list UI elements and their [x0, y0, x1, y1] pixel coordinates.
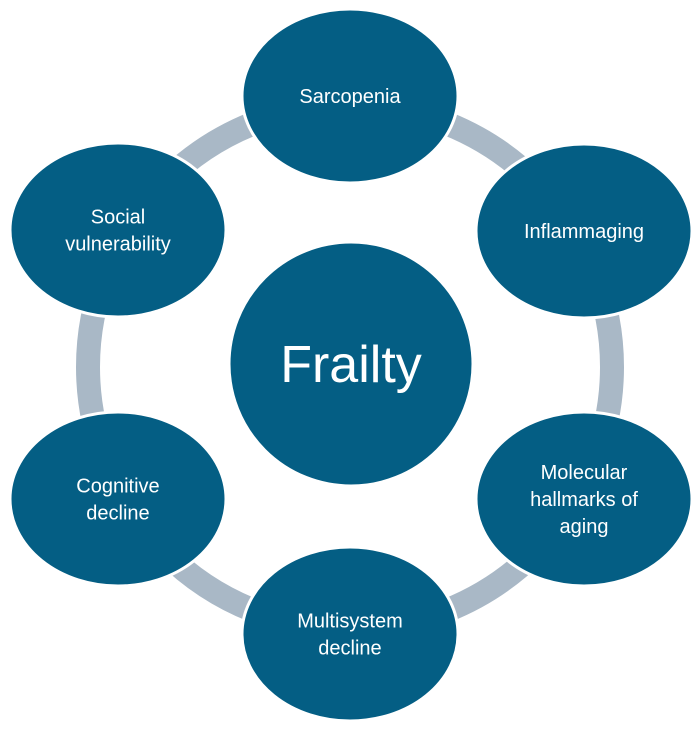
node-label-line: Molecular [541, 462, 628, 484]
node-label-line: hallmarks of [530, 489, 638, 511]
node-label-line: Social [91, 207, 145, 229]
node-label: Molecular hallmarks of aging [530, 462, 638, 538]
node-ellipse [8, 410, 228, 588]
node-label: Social vulnerability [65, 207, 171, 256]
node-molecular-hallmarks-of-aging: Molecular hallmarks of aging [474, 410, 694, 588]
node-cognitive-decline: Cognitive decline [8, 410, 228, 588]
node-inflammaging: Inflammaging [474, 142, 694, 320]
node-label-line: vulnerability [65, 234, 171, 256]
node-sarcopenia: Sarcopenia [240, 7, 460, 185]
node-social-vulnerability: Social vulnerability [8, 141, 228, 319]
center-node: Frailty [227, 240, 475, 488]
node-label: Sarcopenia [299, 86, 401, 108]
node-label-line: decline [86, 503, 149, 525]
node-label: Inflammaging [524, 221, 644, 243]
node-ellipse [8, 141, 228, 319]
node-multisystem-decline: Multisystem decline [240, 545, 460, 723]
node-label-line: decline [318, 638, 381, 660]
node-label: Multisystem decline [297, 611, 403, 660]
center-label: Frailty [280, 336, 422, 394]
node-label-line: Inflammaging [524, 221, 644, 243]
node-label-line: Sarcopenia [299, 86, 401, 108]
node-ellipse [240, 545, 460, 723]
node-label-line: Multisystem [297, 611, 403, 633]
node-ellipse [240, 7, 460, 185]
node-ellipse [474, 410, 694, 588]
node-label-line: aging [560, 516, 609, 538]
node-label: Cognitive decline [76, 476, 159, 525]
node-ellipse [474, 142, 694, 320]
node-label-line: Cognitive [76, 476, 159, 498]
center-circle [227, 240, 475, 488]
